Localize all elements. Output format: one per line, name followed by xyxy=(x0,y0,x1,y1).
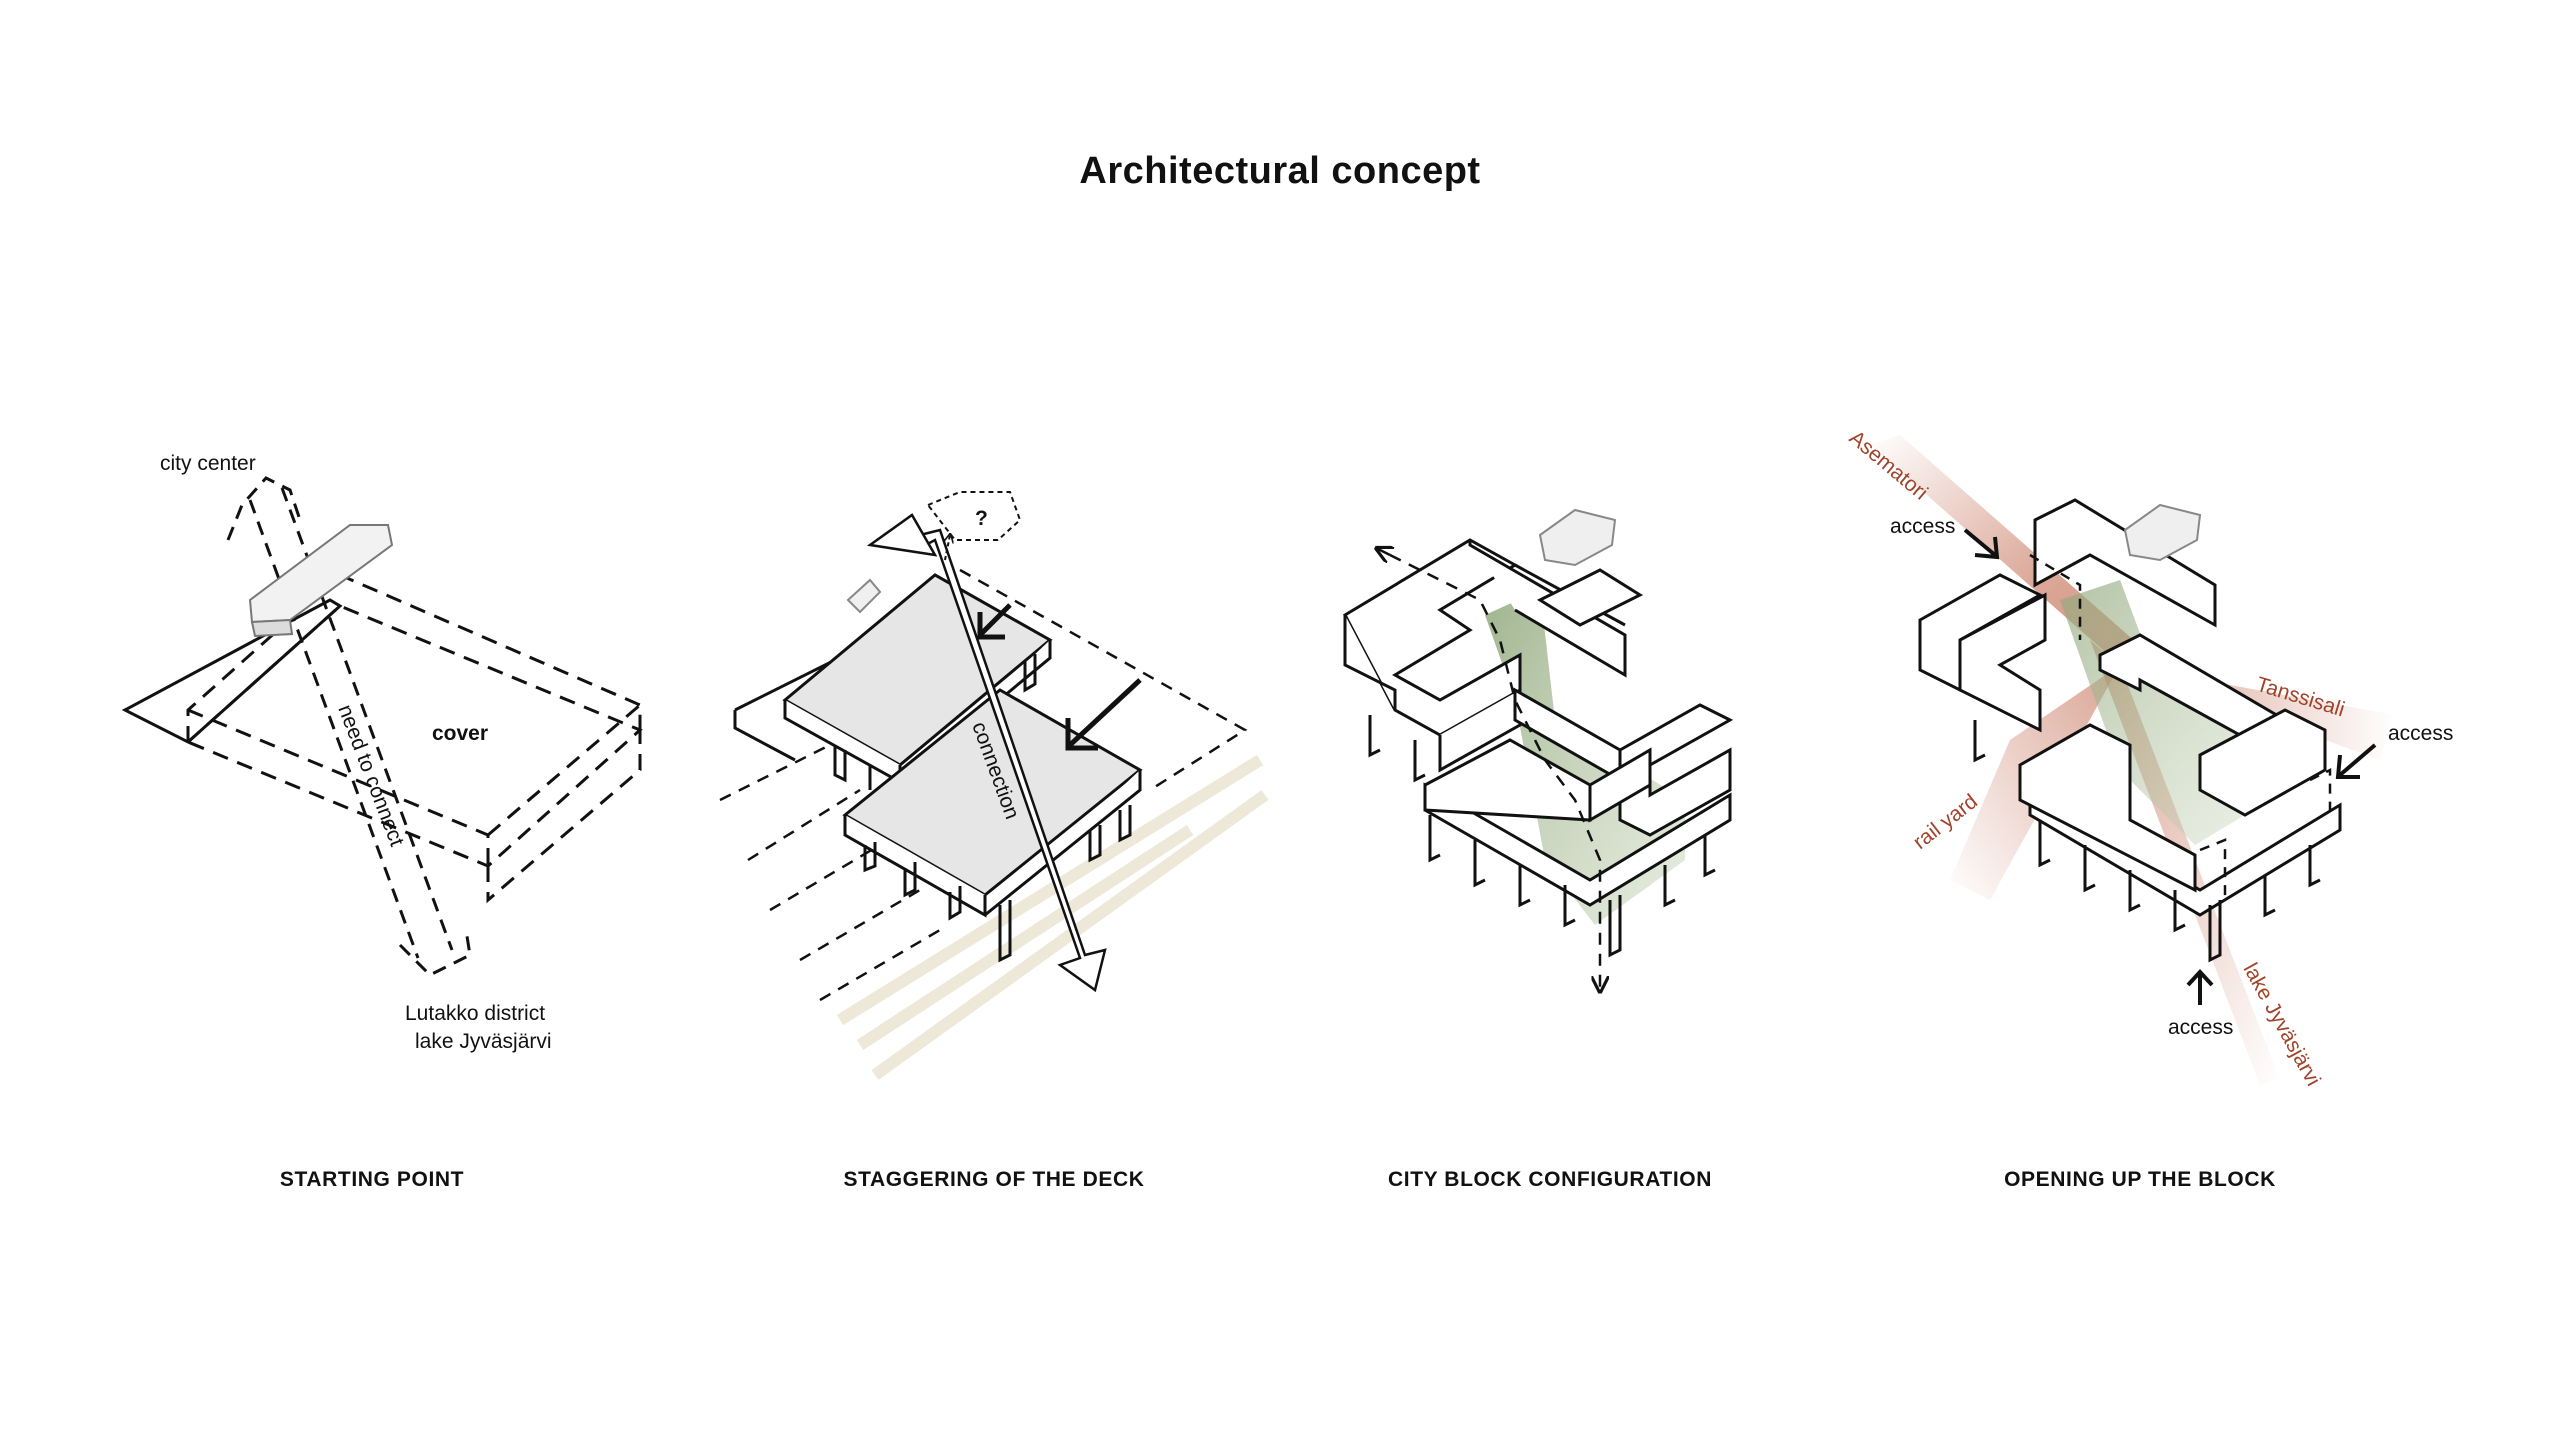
rail-lines xyxy=(836,754,1269,1080)
train-icon xyxy=(248,524,394,638)
label-question: ? xyxy=(975,507,988,530)
caption-starting-point: STARTING POINT xyxy=(280,1168,464,1191)
dashed-arrow-icon xyxy=(1389,553,1600,990)
panel-starting-point: city center cover need to connect Lutakk… xyxy=(121,452,643,1053)
caption-staggering: STAGGERING OF THE DECK xyxy=(844,1168,1145,1191)
label-access-bottom: access xyxy=(2168,1016,2233,1039)
connection-arrow xyxy=(866,513,1107,993)
panel-staggering: connection ? xyxy=(719,491,1269,1080)
label-cover: cover xyxy=(432,722,488,745)
page-title: Architectural concept xyxy=(1079,150,1481,192)
arrow-icon xyxy=(1963,528,2377,1005)
arrow-icon xyxy=(977,603,1142,751)
caption-opening: OPENING UP THE BLOCK xyxy=(2004,1168,2276,1191)
label-lake: lake Jyväsjärvi xyxy=(415,1030,552,1053)
train-icon xyxy=(846,578,882,614)
label-city-center: city center xyxy=(160,452,256,475)
label-district: Lutakko district xyxy=(405,1002,545,1025)
panel-city-block xyxy=(1343,508,1734,990)
base-deck xyxy=(1973,720,2342,963)
block-buildings xyxy=(1918,498,2327,893)
label-access-right: access xyxy=(2388,722,2453,745)
dashed-guides xyxy=(719,568,1248,1002)
train-icon xyxy=(1538,508,1617,567)
panel-opening: Asematori access Tanssisali access rail … xyxy=(1845,426,2454,1090)
site-footprint xyxy=(121,598,343,744)
train-icon xyxy=(2123,503,2202,562)
block-buildings xyxy=(1343,538,1734,837)
unknown-building-icon xyxy=(926,491,1022,541)
caption-city-block: CITY BLOCK CONFIGURATION xyxy=(1388,1168,1712,1191)
label-access-top: access xyxy=(1890,515,1955,538)
